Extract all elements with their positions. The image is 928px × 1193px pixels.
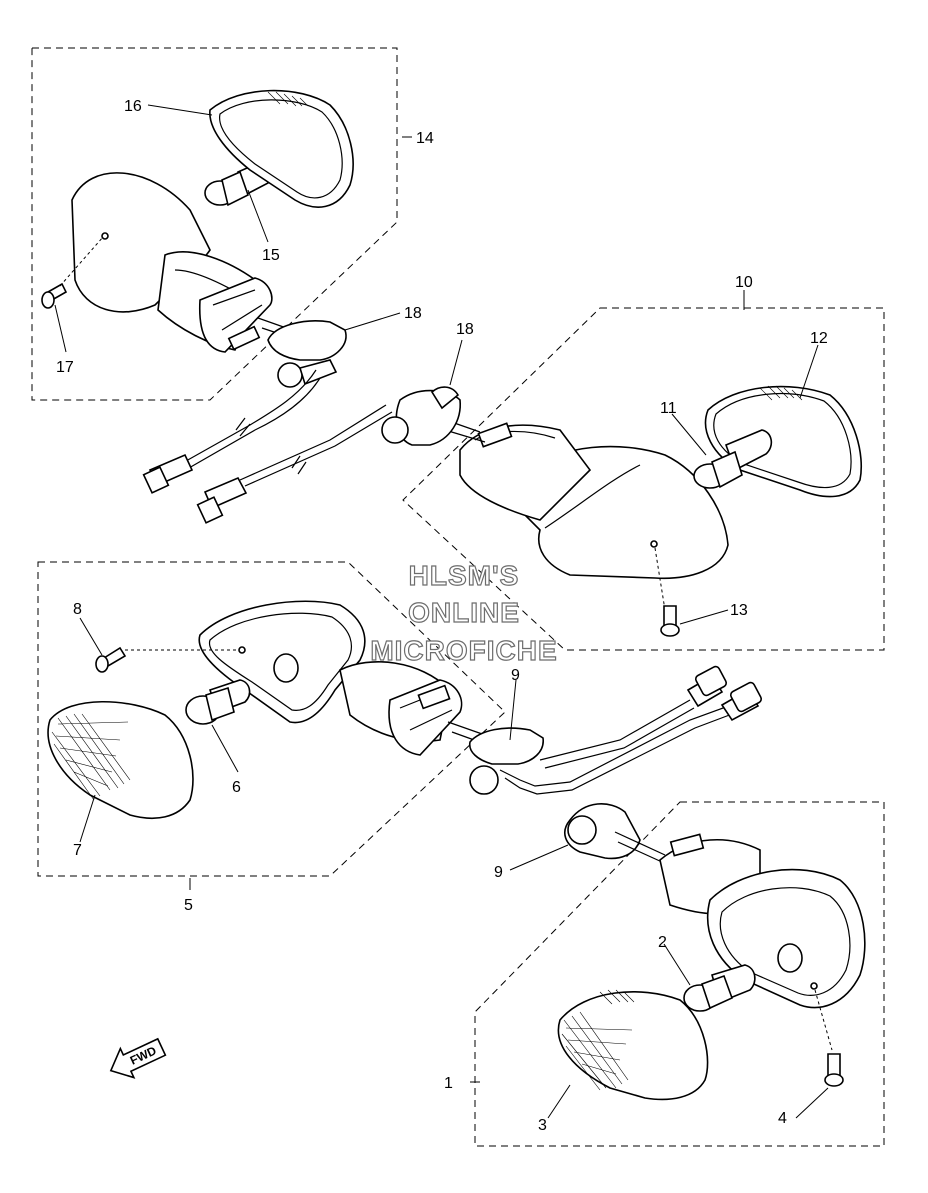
callout-3: 3: [538, 1117, 547, 1134]
turn-signal-assembly-10: [381, 385, 862, 637]
turn-signal-assembly-14: [41, 89, 393, 524]
assembly-box-5: [37, 561, 506, 877]
callout-11: 11: [660, 400, 677, 417]
assembly-box-1: [474, 801, 885, 1147]
callout-18-right: 18: [456, 321, 474, 338]
fwd-arrow-icon: FWD: [109, 1037, 167, 1079]
leader-lines: [54, 104, 829, 1119]
watermark-line-2: ONLINE: [408, 597, 520, 628]
callout-6: 6: [232, 779, 241, 796]
callout-2: 2: [658, 934, 667, 951]
watermark-line-1: HLSM'S: [409, 560, 520, 591]
callout-10: 10: [735, 274, 753, 291]
callout-7: 7: [73, 842, 82, 859]
watermark: HLSM'S ONLINE MICROFICHE: [370, 559, 558, 666]
callout-8: 8: [73, 601, 82, 618]
watermark-line-3: MICROFICHE: [370, 635, 557, 666]
callout-9-upper: 9: [511, 667, 520, 684]
callout-9-lower: 9: [494, 864, 503, 881]
callout-12: 12: [810, 330, 828, 347]
callout-5: 5: [184, 897, 193, 914]
callout-14: 14: [416, 130, 434, 147]
callout-18-left: 18: [404, 305, 422, 322]
callout-1: 1: [444, 1075, 453, 1092]
assembly-box-14: [31, 47, 398, 401]
assembly-box-10: [402, 307, 885, 651]
turn-signal-assembly-5: [47, 600, 763, 820]
callout-17: 17: [56, 359, 74, 376]
callout-16: 16: [124, 98, 142, 115]
callout-15: 15: [262, 247, 280, 264]
callout-13: 13: [730, 602, 748, 619]
callout-labels: 16 14 15 17 18 18 10 12 11 13 8 6 7 9 5 …: [56, 98, 828, 1134]
callout-4: 4: [778, 1110, 787, 1127]
turn-signal-assembly-1: [557, 803, 866, 1101]
